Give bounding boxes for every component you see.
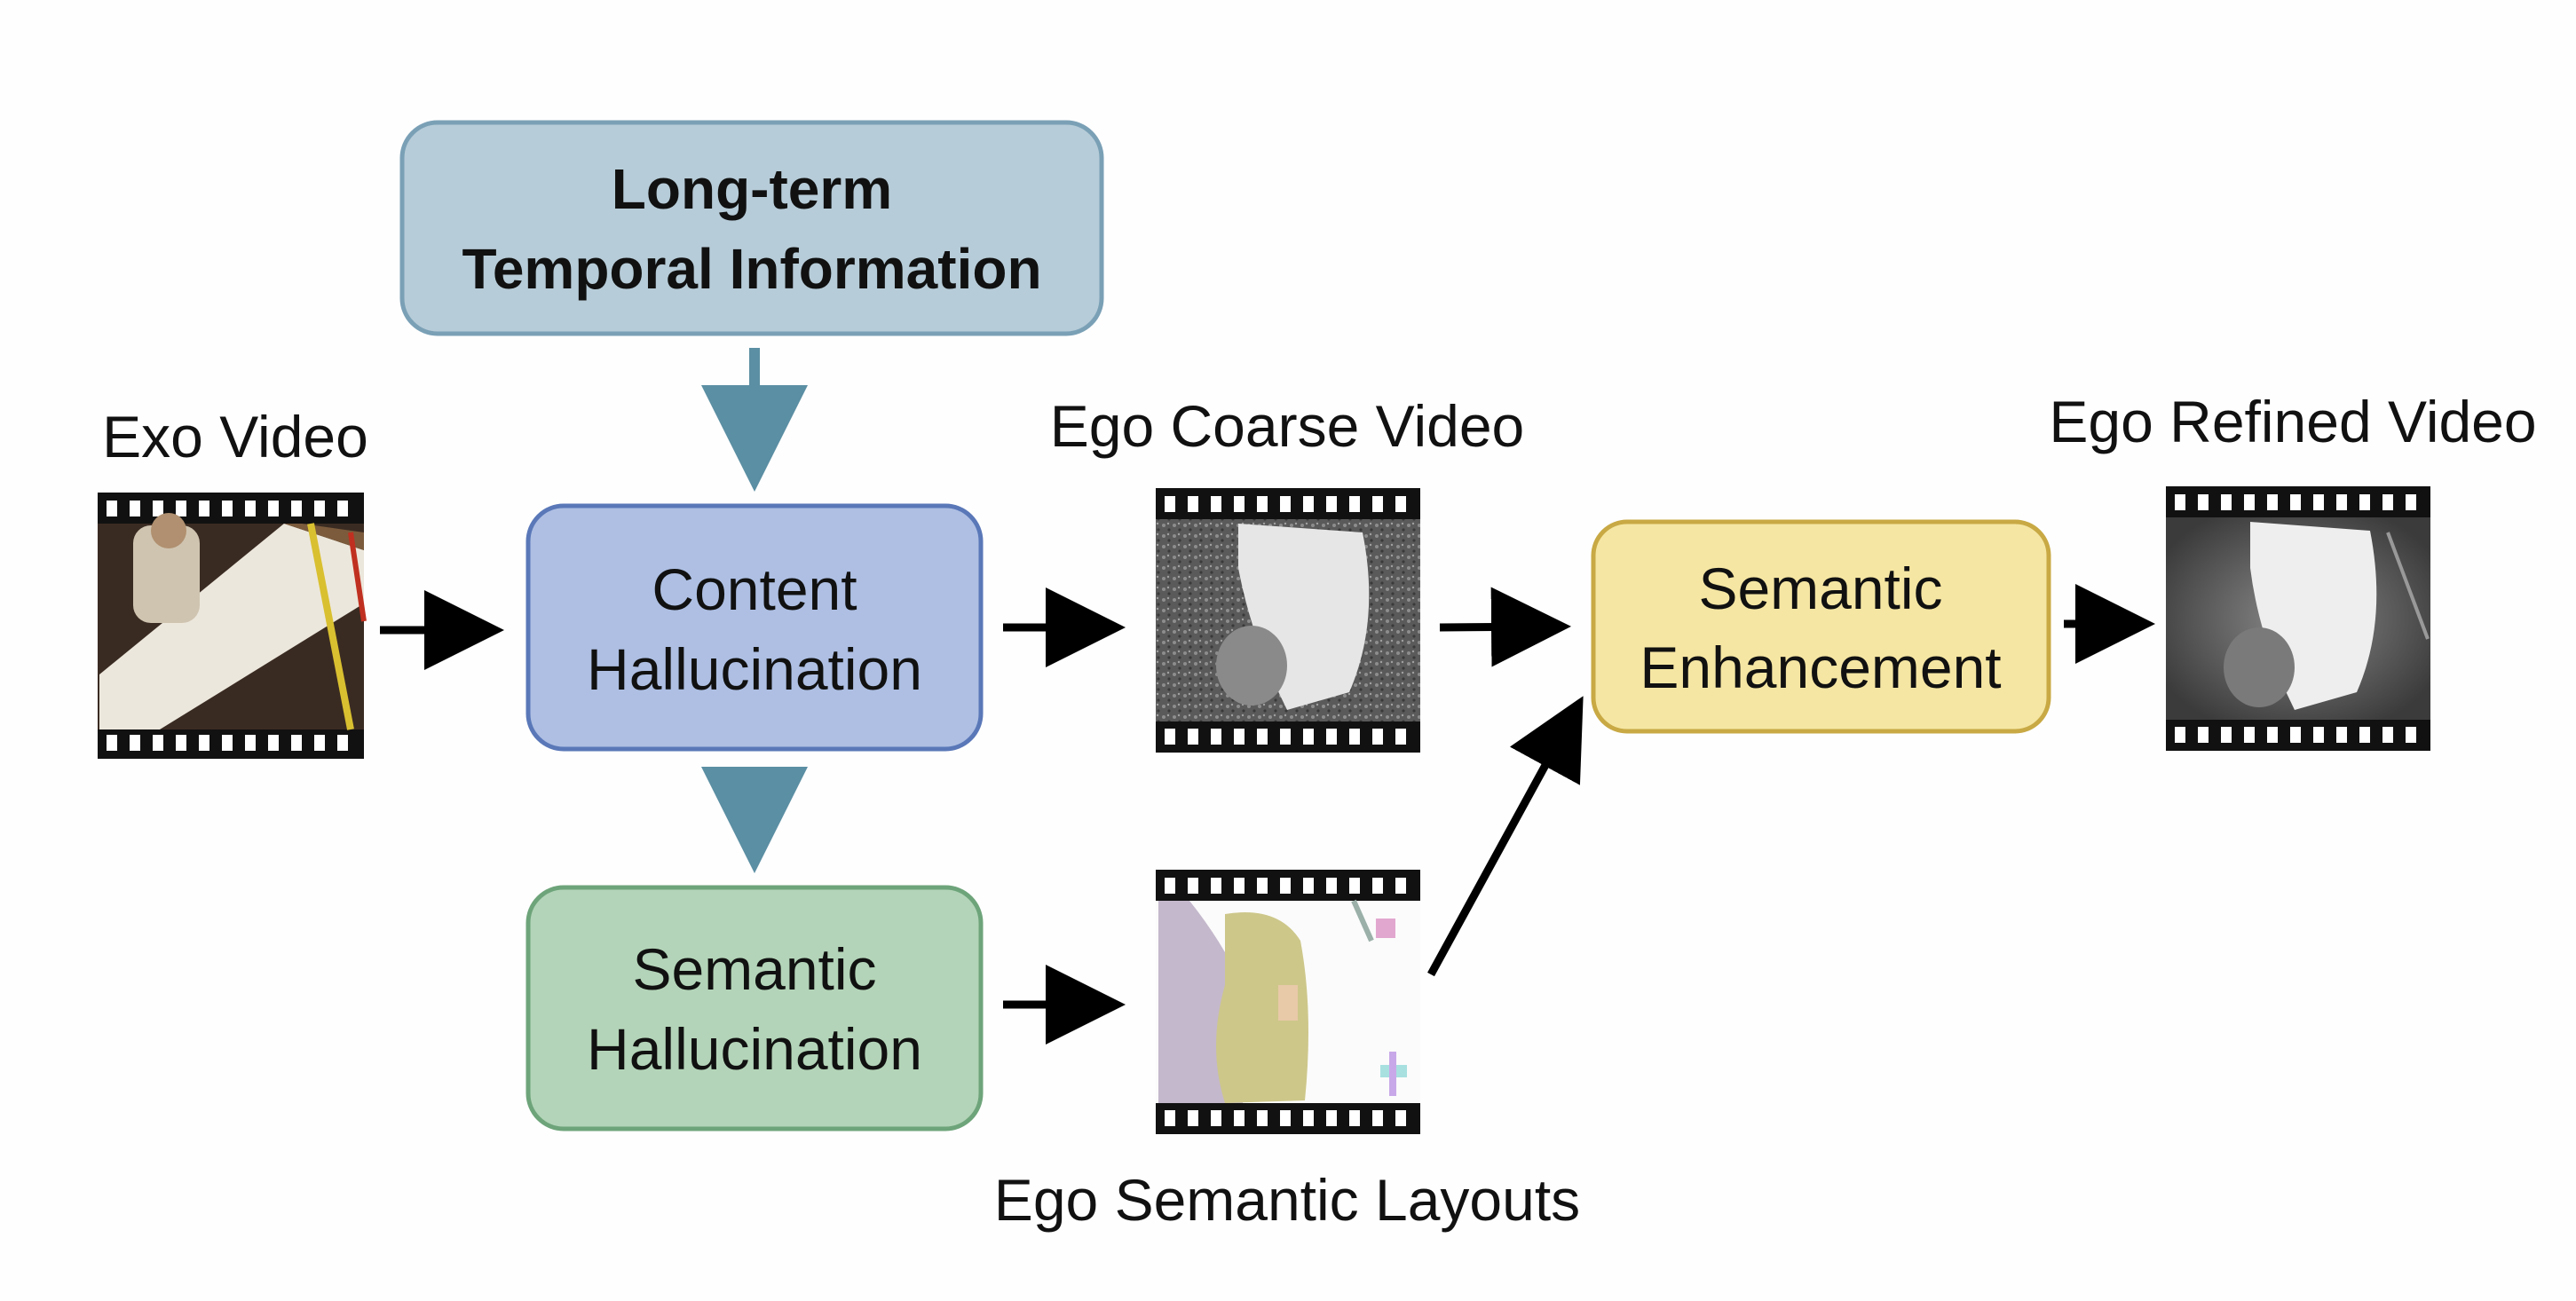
label-ego-coarse-video: Ego Coarse Video [1050, 393, 1524, 459]
semantic-enhancement-box: Semantic Enhancement [1591, 519, 2051, 734]
semantic-enhancement-line2: Enhancement [1640, 635, 2001, 700]
ego-refined-video-thumbnail [2166, 486, 2430, 751]
semantic-hallucination-line1: Semantic [632, 936, 876, 1002]
temporal-info-box: Long-term Temporal Information [399, 120, 1104, 336]
ego-semantic-layouts-thumbnail [1156, 870, 1420, 1134]
content-hallucination-box: Content Hallucination [525, 503, 984, 752]
arrow-layouts-to-enhancement [1427, 696, 1584, 977]
temporal-info-line1: Long-term [612, 157, 892, 221]
label-ego-semantic-layouts: Ego Semantic Layouts [994, 1167, 1580, 1233]
semantic-enhancement-line1: Semantic [1698, 556, 1942, 621]
content-hallucination-line1: Content [652, 556, 857, 622]
content-hallucination-line2: Hallucination [587, 636, 922, 702]
label-exo-video: Exo Video [102, 404, 368, 469]
exo-video-thumbnail [98, 493, 367, 759]
temporal-info-line2: Temporal Information [462, 237, 1041, 301]
semantic-hallucination-box: Semantic Hallucination [525, 885, 984, 1131]
semantic-hallucination-line2: Hallucination [587, 1016, 922, 1082]
label-ego-refined-video: Ego Refined Video [2049, 389, 2536, 454]
ego-coarse-video-thumbnail [1156, 488, 1420, 753]
